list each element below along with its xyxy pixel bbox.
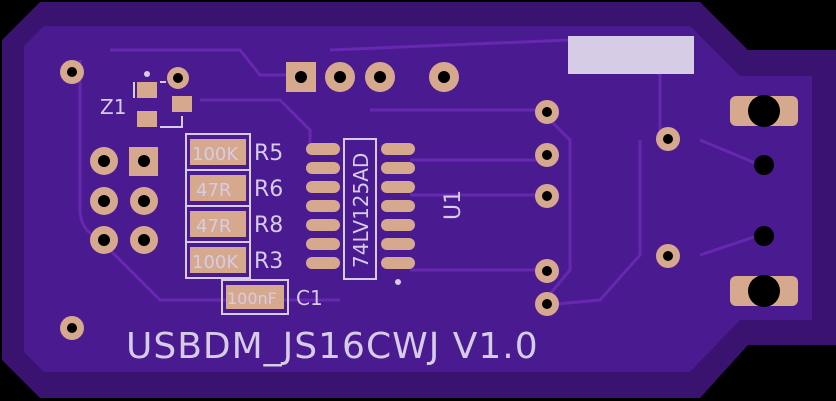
r8-ref: R8	[254, 213, 283, 238]
board-title: USBDM_JS16CWJ V1.0	[126, 326, 539, 367]
top-pin-row	[286, 62, 459, 92]
r3-ref: R3	[254, 249, 283, 274]
r6-value: 47R	[196, 180, 231, 201]
resistor-r8	[185, 205, 251, 243]
r5-ref: R5	[254, 141, 283, 166]
c1-ref: C1	[296, 286, 323, 310]
header-pins	[90, 147, 158, 254]
usb-connector	[730, 95, 798, 307]
resistor-r3	[185, 241, 251, 279]
silkscreen-block	[568, 36, 694, 74]
traces	[78, 38, 761, 307]
r3-value: 100K	[192, 252, 239, 273]
r5-value: 100K	[192, 144, 239, 165]
resistor-r5	[185, 133, 251, 171]
r8-value: 47R	[196, 216, 231, 237]
z1-label: Z1	[100, 95, 126, 119]
right-pins	[535, 100, 680, 316]
capacitor-c1	[221, 279, 289, 315]
c1-value: 100nF	[227, 289, 277, 308]
r6-ref: R6	[254, 177, 283, 202]
u1-ref: U1	[441, 190, 466, 220]
z1-footprint	[133, 67, 192, 128]
u1-value: 74LV125AD	[349, 153, 373, 268]
ic-u1-pads	[306, 138, 415, 285]
